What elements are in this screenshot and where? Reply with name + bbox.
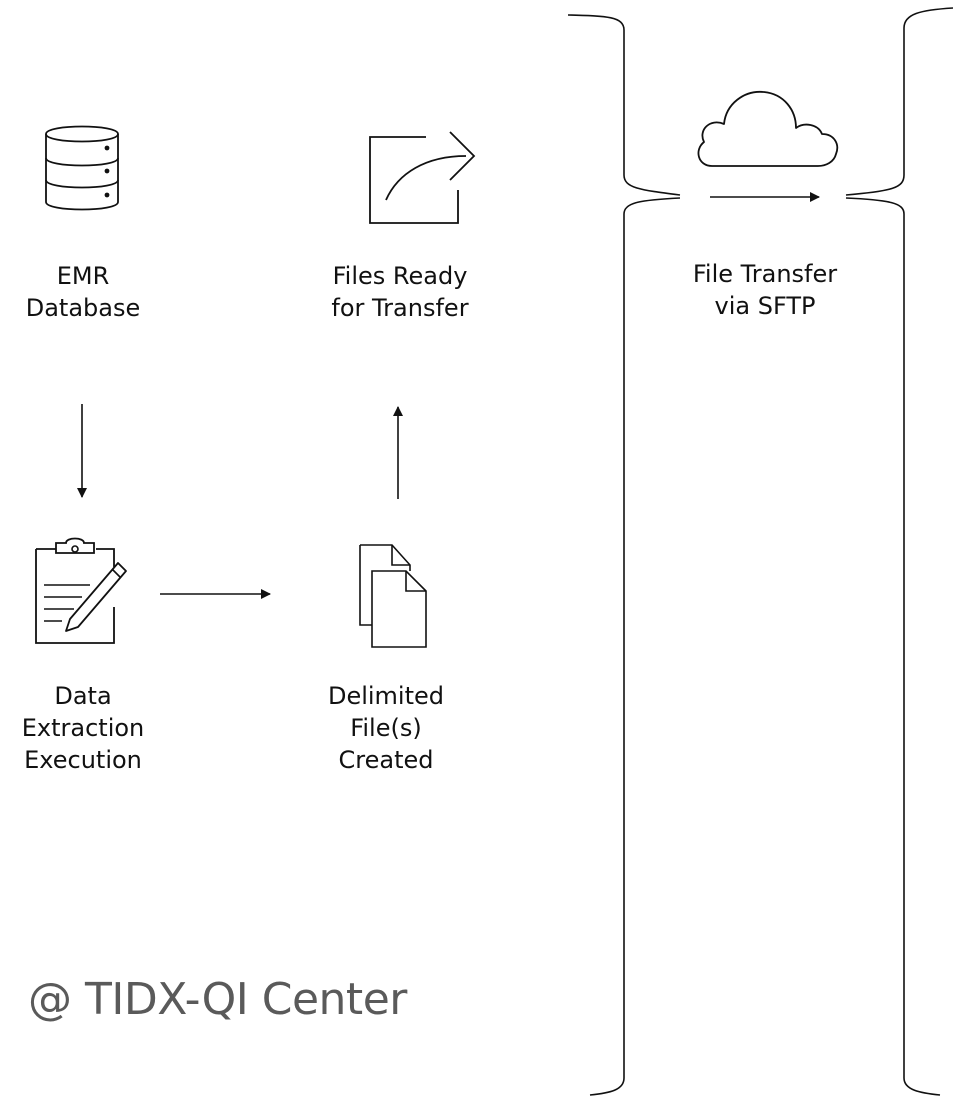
share-export-icon <box>369 131 476 224</box>
file-transfer-label-line1: File Transfer <box>692 260 838 288</box>
delimited-files-label-line2: File(s) <box>350 714 422 742</box>
cloud-icon <box>697 91 839 167</box>
file-transfer-label: File Transfer via SFTP <box>660 258 870 322</box>
emr-database-label-line1: EMR <box>56 262 110 290</box>
right-bracket-lower <box>845 197 941 1096</box>
data-extraction-label-line1: Data <box>54 682 112 710</box>
clipboard-pencil-icon <box>35 537 127 644</box>
left-bracket-upper <box>567 14 681 196</box>
left-bracket-lower <box>589 197 681 1096</box>
emr-database-label-line2: Database <box>25 294 141 322</box>
data-extraction-label-line2: Extraction <box>21 714 145 742</box>
files-ready-label: Files Ready for Transfer <box>300 260 500 324</box>
delimited-files-label-line1: Delimited <box>327 682 445 710</box>
delimited-files-label-line3: Created <box>338 746 434 774</box>
watermark-text: @ TIDX-QI Center <box>28 974 407 1025</box>
delimited-files-label: Delimited File(s) Created <box>306 680 466 776</box>
data-extraction-label-line3: Execution <box>24 746 142 774</box>
files-ready-label-line2: for Transfer <box>331 294 469 322</box>
data-extraction-label: Data Extraction Execution <box>0 680 166 776</box>
database-icon <box>45 125 119 211</box>
documents-icon <box>359 544 427 648</box>
emr-database-label: EMR Database <box>0 260 166 324</box>
file-transfer-label-line2: via SFTP <box>714 292 816 320</box>
files-ready-label-line1: Files Ready <box>332 262 468 290</box>
right-bracket-upper <box>845 7 953 196</box>
